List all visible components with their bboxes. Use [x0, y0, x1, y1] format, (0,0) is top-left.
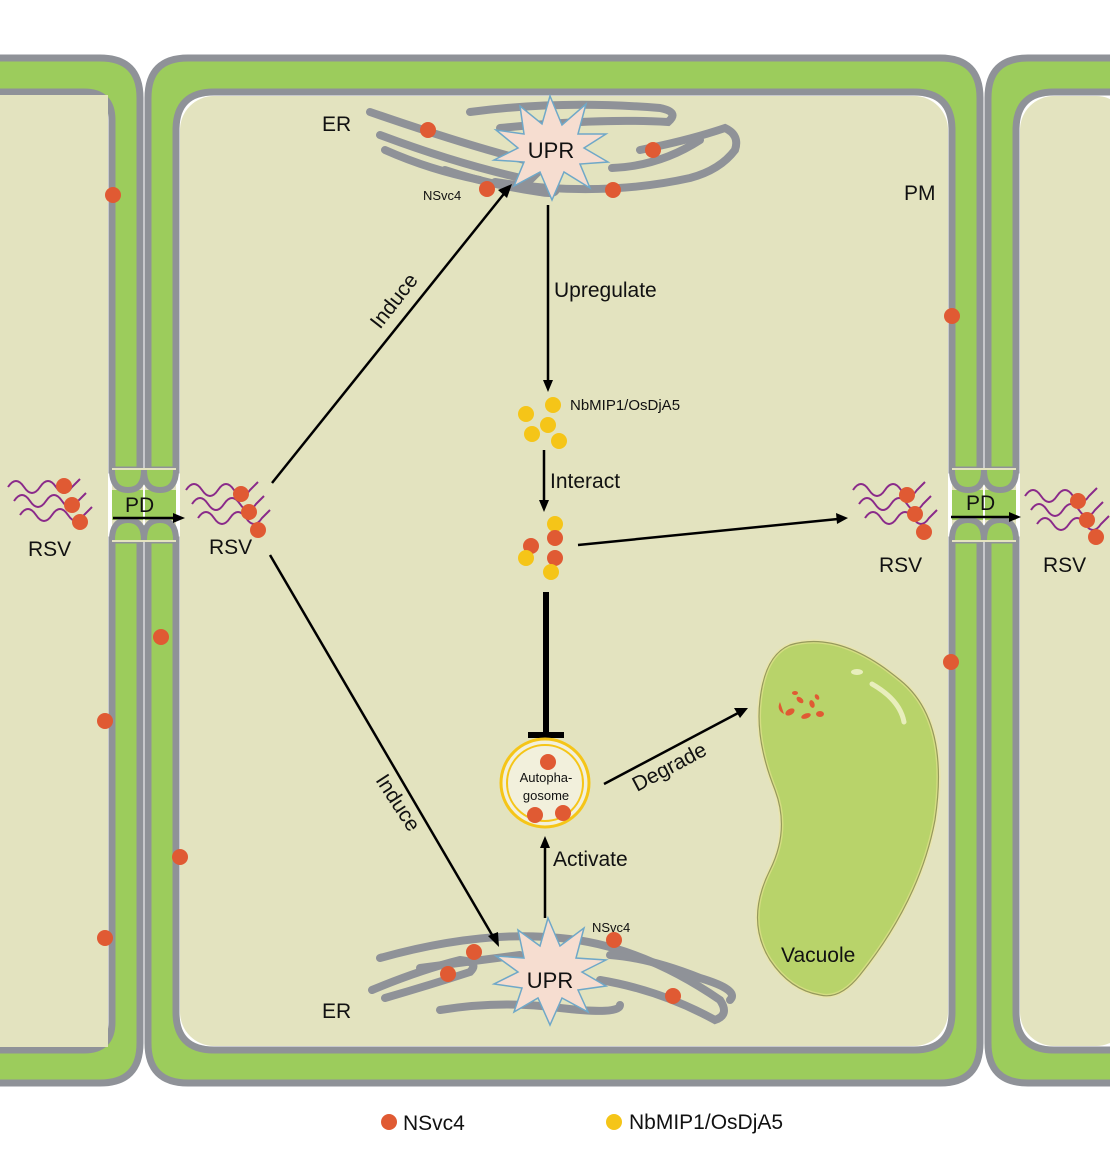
- autophagosome-label-1: Autopha-: [520, 770, 573, 785]
- nsvc4-dot: [440, 966, 456, 982]
- er-bottom: UPR ER NSvc4: [322, 915, 736, 1027]
- activate-label: Activate: [553, 848, 628, 871]
- er-label-top: ER: [322, 113, 351, 136]
- nsvc4-label-bottom: NSvc4: [592, 920, 630, 935]
- nsvc4-dot: [944, 308, 960, 324]
- pm-label: PM: [904, 182, 936, 205]
- nbmip1-label: NbMIP1/OsDjA5: [570, 397, 680, 414]
- rsv-label-far-left: RSV: [28, 538, 71, 561]
- autophagosome-label-2: gosome: [523, 788, 569, 803]
- cell-walls: [0, 54, 1110, 1087]
- complex-cluster: [518, 516, 563, 580]
- nsvc4-dot: [172, 849, 188, 865]
- upr-burst-bottom: [491, 915, 609, 1027]
- right-cell: [984, 54, 1110, 1087]
- membrane-nsvc4-dots: [97, 187, 960, 946]
- nsvc4-dot: [97, 713, 113, 729]
- nsvc4-dot: [97, 930, 113, 946]
- nbmip1-cluster: NbMIP1/OsDjA5: [518, 397, 680, 449]
- pd-label-left: PD: [125, 494, 154, 517]
- degrade-arrow: [603, 710, 741, 786]
- legend: NSvc4 NbMIP1/OsDjA5: [381, 1111, 783, 1135]
- legend-nsvc4-label: NSvc4: [403, 1112, 465, 1135]
- rsv-label-left: RSV: [209, 536, 252, 559]
- nsvc4-label-top: NSvc4: [423, 188, 461, 203]
- arrows: [113, 184, 1021, 947]
- nsvc4-dot: [466, 944, 482, 960]
- nsvc4-dot: [420, 122, 436, 138]
- vacuole-label: Vacuole: [781, 944, 855, 967]
- vacuole: Vacuole: [755, 639, 941, 998]
- nsvc4-dot: [606, 932, 622, 948]
- nsvc4-dot: [665, 988, 681, 1004]
- nsvc4-dot: [943, 654, 959, 670]
- upr-burst-top: [491, 93, 611, 202]
- upr-label-bottom: UPR: [527, 968, 573, 993]
- left-cell: [0, 54, 144, 1087]
- er-label-bottom: ER: [322, 1000, 351, 1023]
- pd-label-right: PD: [966, 492, 995, 515]
- legend-nsvc4-swatch: [381, 1114, 397, 1130]
- spread-arrow: [577, 517, 839, 547]
- legend-nbmip1-swatch: [606, 1114, 622, 1130]
- upr-label-top: UPR: [528, 138, 574, 163]
- legend-nbmip1-label: NbMIP1/OsDjA5: [629, 1111, 783, 1134]
- upregulate-label: Upregulate: [554, 279, 657, 302]
- nsvc4-dot: [105, 187, 121, 203]
- nsvc4-dot: [153, 629, 169, 645]
- nsvc4-dot: [605, 182, 621, 198]
- induce-arrow-top: [271, 189, 508, 484]
- rsv-label-right: RSV: [879, 554, 922, 577]
- rsv-nsvc4-dots: [56, 478, 1104, 545]
- autophagosome: Autopha- gosome: [499, 737, 591, 829]
- interact-label: Interact: [550, 470, 620, 493]
- nsvc4-dot: [645, 142, 661, 158]
- er-top: UPR ER NSvc4: [322, 93, 741, 203]
- nsvc4-dot: [479, 181, 495, 197]
- rsv-label-far-right: RSV: [1043, 554, 1086, 577]
- induce-arrow-bottom: [268, 554, 497, 941]
- degraded-nsvc4-fragments: [778, 691, 824, 719]
